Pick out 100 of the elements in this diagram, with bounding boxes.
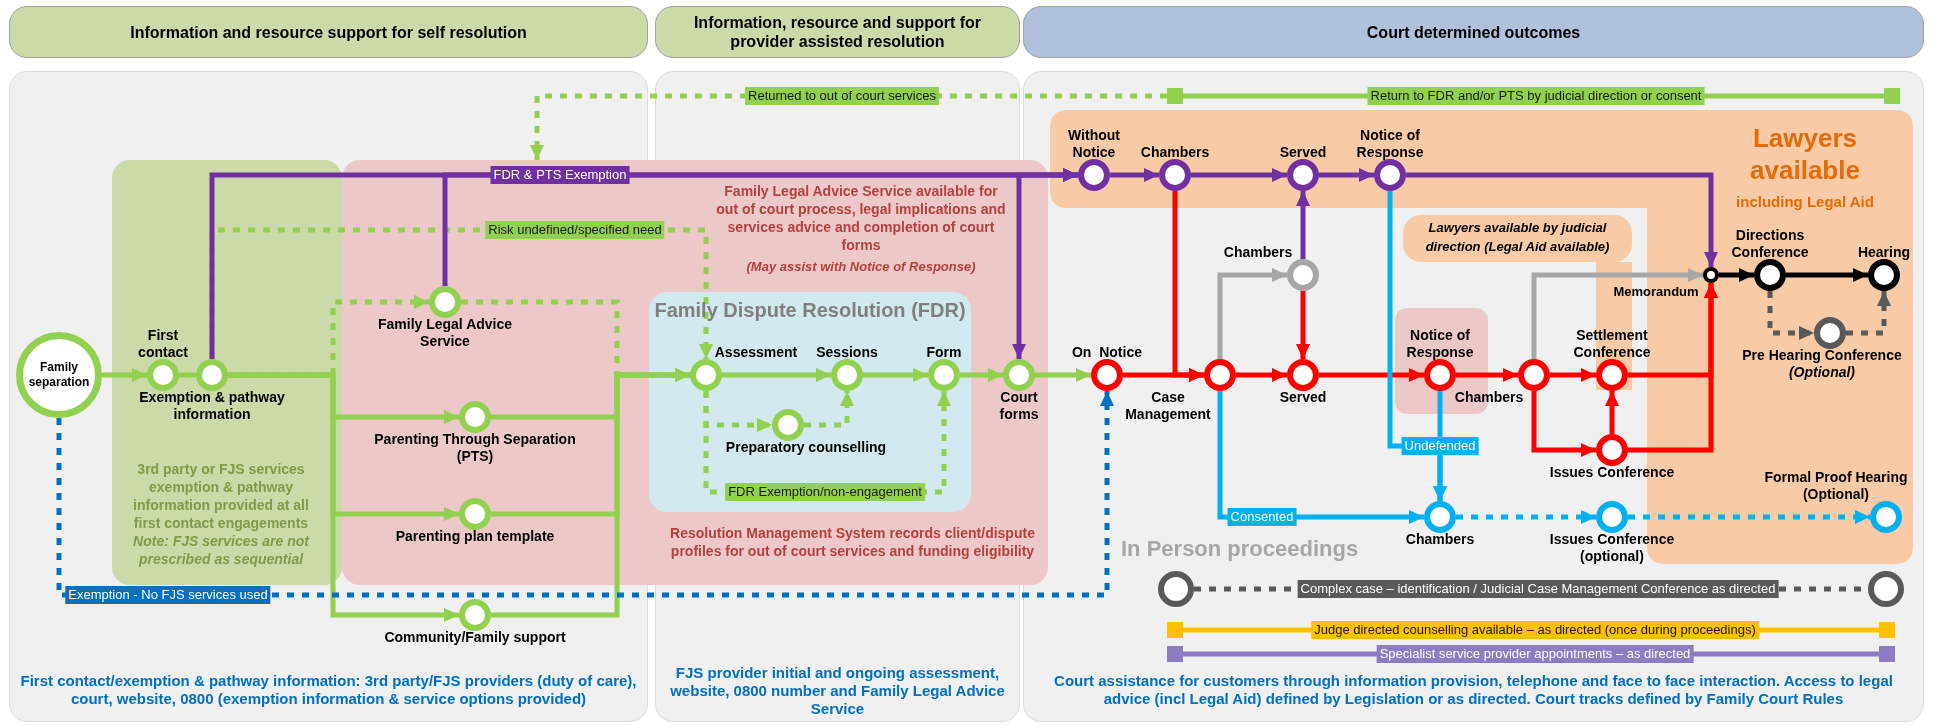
arrow (1628, 510, 1870, 524)
arrow (491, 368, 690, 618)
station-label: On Notice (1071, 344, 1143, 361)
station-label: Parenting plan template (394, 528, 556, 545)
panel-title: Family Dispute Resolution (FDR) (653, 298, 967, 322)
arrow (1296, 191, 1310, 259)
station-label: Chambers (1404, 531, 1476, 548)
station-label: Memorandum (1612, 283, 1700, 300)
station-label: Chambers (1139, 144, 1211, 161)
station-label: Issues Conference (1548, 464, 1676, 481)
station-label: Notice of Response (1405, 327, 1475, 361)
station-label: Case Management (1124, 389, 1212, 423)
edge-label: Judge directed counselling available – as directed (once during proceedings) (1311, 621, 1759, 639)
edge-label: Complex case – identification / Judicial Case Management Conference as directed (1297, 580, 1779, 598)
arrow (1628, 283, 1718, 453)
station-label: Form (925, 344, 963, 361)
arrow (1786, 268, 1868, 282)
arrow (530, 93, 1167, 160)
edge-label: Exemption - No FJS services used (65, 586, 271, 604)
station-label: Issues Conference (optional) (1548, 531, 1676, 565)
station-label: Exemption & pathway information (138, 389, 286, 423)
station-label: Pre Hearing Conference (1741, 347, 1903, 364)
column-header: Information and resource support for self resolution (9, 6, 648, 58)
station-label: Sessions (815, 344, 879, 361)
line-end-marker (1879, 646, 1895, 662)
arrow (1550, 368, 1596, 382)
italic-note: (May assist with Notice of Response) (745, 258, 977, 276)
arrow (1456, 368, 1518, 382)
line-end-marker (1879, 622, 1895, 638)
arrow (1319, 168, 1374, 182)
station-label: Settlement Conference (1572, 327, 1652, 361)
column-header: Information, resource and support for provider assisted resolution (655, 6, 1020, 58)
panel-subtitle: including Legal Aid (1735, 192, 1875, 212)
edge-label: Undefended (1401, 437, 1479, 455)
station-label: First contact (137, 327, 189, 361)
panel-footnote: FJS provider initial and ongoing assessment, website, 0800 number and Family Legal Advice Service (669, 664, 1006, 718)
fdr-panel (649, 292, 971, 512)
arrow (1531, 391, 1596, 457)
arrow (1012, 168, 1078, 359)
note-box (1403, 215, 1632, 262)
advice-text: Family Legal Advice Service available for out of court process, legal implications and services advice and completion of court forms (716, 182, 1006, 254)
arrow (1433, 391, 1447, 501)
connector-line (1183, 651, 1879, 657)
arrow (1191, 168, 1287, 182)
station-label: Served (1278, 144, 1328, 161)
station-label: Chambers (1453, 389, 1525, 406)
arrow (960, 368, 1003, 382)
arrow (1217, 391, 1424, 524)
arrow (1605, 391, 1619, 434)
advice-text: Resolution Management System records client/dispute profiles for out of court services and funding eligibility (669, 524, 1036, 560)
station-label: Chambers (1222, 244, 1294, 261)
station-label: Directions Conference (1730, 227, 1810, 261)
section-label: In Person proceedings (1121, 536, 1359, 562)
station-label: Formal Proof Hearing (Optional) (1763, 469, 1909, 503)
edge-label: Consented (1227, 508, 1297, 526)
arrow (1217, 268, 1287, 359)
connector-line (1183, 93, 1884, 99)
arrow (1406, 172, 1718, 267)
arrow (1846, 291, 1891, 336)
arrow (1719, 268, 1754, 282)
arrow (1767, 291, 1814, 340)
panel-note: Note: FJS services are not prescribed as sequential (132, 532, 311, 568)
panel-title: Lawyers available (1749, 122, 1861, 186)
arrow (1035, 368, 1091, 382)
line-end-marker (1167, 88, 1183, 104)
service-panel (342, 160, 1048, 585)
arrow (703, 391, 951, 495)
arrow (722, 368, 831, 382)
edge-label: FDR Exemption/non-engagement (725, 483, 925, 501)
edge-label: Specialist service provider appointments – as directed (1376, 645, 1694, 663)
arrow (102, 368, 147, 382)
station-label: Parenting Through Separation (PTS) (373, 431, 577, 465)
arrow (56, 391, 1114, 598)
line-end-marker (1884, 88, 1900, 104)
station-label: Family Legal Advice Service (376, 316, 514, 350)
arrow (1531, 268, 1703, 359)
column-header: Court determined outcomes (1023, 6, 1924, 58)
edge-label: Risk undefined/specified need (485, 221, 665, 239)
connector-line (179, 372, 196, 378)
panel-footnote: First contact/exemption & pathway information: 3rd party/FJS providers (duty of care), court, website, 0800 (exemption information & service options provided) (19, 672, 638, 708)
arrow (863, 368, 928, 382)
info-panel (112, 160, 342, 585)
panel-note: 3rd party or FJS services exemption & pathway information provided at all first contact engagements (132, 460, 310, 532)
arrow (1236, 368, 1287, 382)
arrow (1296, 291, 1310, 359)
arrow (1110, 168, 1159, 182)
station-label: Assessment (713, 344, 799, 361)
edge-label: Returned to out of court services (745, 87, 939, 105)
station-label: (Optional) (1787, 364, 1857, 381)
arrow (228, 372, 459, 622)
edge-label: FDR & PTS Exemption (490, 166, 630, 184)
arrow (1456, 510, 1596, 524)
station-label: Notice of Response (1355, 127, 1425, 161)
node-text: Family separation (27, 360, 91, 390)
station-label: Without Notice (1067, 127, 1121, 161)
station-label: Court forms (998, 389, 1040, 423)
station-label: Community/Family support (383, 629, 567, 646)
line-end-marker (1167, 622, 1183, 638)
note-text: Lawyers available by judicial direction (Legal Aid available) (1424, 219, 1611, 256)
arrow (804, 391, 854, 428)
